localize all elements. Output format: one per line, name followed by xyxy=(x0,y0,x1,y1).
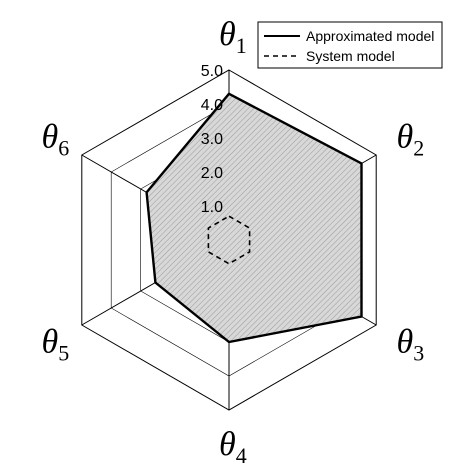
axis-label-theta-3: θ3 xyxy=(397,324,425,366)
axis-symbol: θ xyxy=(42,119,59,156)
axis-label-theta-1: θ1 xyxy=(219,16,247,58)
axis-label-theta-6: θ6 xyxy=(42,119,70,161)
axis-subscript: 6 xyxy=(58,136,69,161)
series-group xyxy=(145,92,363,344)
legend-label-system: System model xyxy=(306,48,395,64)
axis-subscript: 1 xyxy=(236,33,247,58)
axis-symbol: θ xyxy=(219,16,236,53)
axis-subscript: 2 xyxy=(413,136,424,161)
legend-label-approximated: Approximated model xyxy=(306,28,434,44)
tick-label: 3.0 xyxy=(201,131,223,148)
tick-label: 4.0 xyxy=(201,97,223,114)
tick-label: 5.0 xyxy=(201,63,223,80)
series-approximated-model xyxy=(145,92,363,344)
axis-symbol: θ xyxy=(42,324,59,361)
series-system-model xyxy=(207,215,251,265)
tick-label: 1.0 xyxy=(201,199,223,216)
tick-label: 2.0 xyxy=(201,165,223,182)
axis-subscript: 3 xyxy=(413,341,424,366)
axis-label-theta-4: θ4 xyxy=(219,426,247,468)
axis-symbol: θ xyxy=(219,426,236,463)
axis-symbol: θ xyxy=(397,119,414,156)
axis-subscript: 5 xyxy=(58,341,69,366)
axis-label-theta-2: θ2 xyxy=(397,119,425,161)
axis-symbol: θ xyxy=(397,324,414,361)
legend: Approximated model System model xyxy=(257,21,443,69)
axis-label-theta-5: θ5 xyxy=(42,324,70,366)
legend-box xyxy=(257,21,443,69)
tick-labels: 1.0 2.0 3.0 4.0 5.0 xyxy=(201,63,223,216)
axis-subscript: 4 xyxy=(236,443,247,468)
